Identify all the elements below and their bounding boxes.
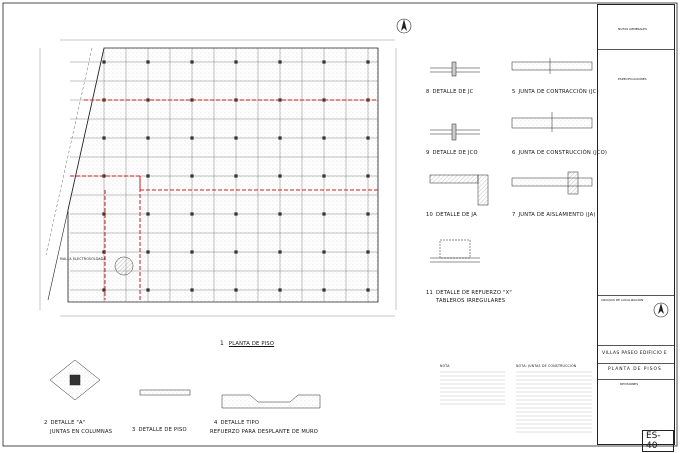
column-mark [190,212,194,216]
main-plan-title: 1 PLANTA DE PISO [220,340,275,347]
column-mark [146,174,150,178]
diagonal-edge [47,47,105,301]
column-mark [190,250,194,254]
column-mark [366,136,370,140]
location-heading: CROQUIS DE LOCALIZACIÓN [601,298,644,302]
column-mark [322,136,326,140]
column-mark [234,60,238,64]
column-mark [190,136,194,140]
column-mark [146,60,150,64]
column-mark [146,250,150,254]
column-mark [366,212,370,216]
column-mark [278,212,282,216]
revisions-heading: REVISIONES [620,382,639,386]
column-mark [366,250,370,254]
column-mark [190,288,194,292]
column-mark [322,212,326,216]
column-mark [146,136,150,140]
project-name: VILLAS PASEO EDIFICIO E [602,351,667,356]
detail-sketches [49,58,593,409]
notes-lines [440,371,592,433]
specs-heading: ESPECIFICACIONES [618,77,647,81]
nota-label: NOTA [440,364,450,368]
detail-tipo-subtitle: REFUERZO PARA DESPLANTE DE MURO [210,429,319,435]
column-mark [146,212,150,216]
column-mark [278,174,282,178]
detail-a-subtitle: JUNTAS EN COLUMNAS [50,429,113,435]
sheet-title: PLANTA DE PISOS [608,367,662,372]
column-mark [190,174,194,178]
column-mark [278,288,282,292]
column-mark [366,60,370,64]
column-mark [102,60,106,64]
detail-refuerzo-x-subtitle: TABLEROS IRREGULARES [436,298,506,304]
column-mark [322,174,326,178]
slab-area [67,47,379,303]
notes-title: NOTA: JUNTAS DE CONSTRUCCIÓN [516,364,577,368]
column-mark [366,174,370,178]
column-mark [234,212,238,216]
column-hatch [114,256,134,276]
sheet-border [2,2,678,447]
column-mark [146,288,150,292]
column-mark [234,174,238,178]
title-block: NOTAS GENERALES ESPECIFICACIONES CROQUIS… [597,4,675,452]
column-mark [366,288,370,292]
column-mark [278,60,282,64]
construction-joints [70,99,378,300]
column-mark [190,60,194,64]
column-mark [322,250,326,254]
column-mark [102,136,106,140]
column-mark [234,288,238,292]
malla-label: MALLA ELECTROSOLDADA [60,257,106,261]
column-mark [278,136,282,140]
column-mark [278,250,282,254]
main-plan-number: 1 [220,340,225,347]
column-mark [322,288,326,292]
location-north-icon [653,302,669,318]
north-arrow-icon [396,18,412,34]
column-mark [234,250,238,254]
column-mark [322,60,326,64]
column-mark [234,136,238,140]
general-notes-heading: NOTAS GENERALES [618,27,647,31]
